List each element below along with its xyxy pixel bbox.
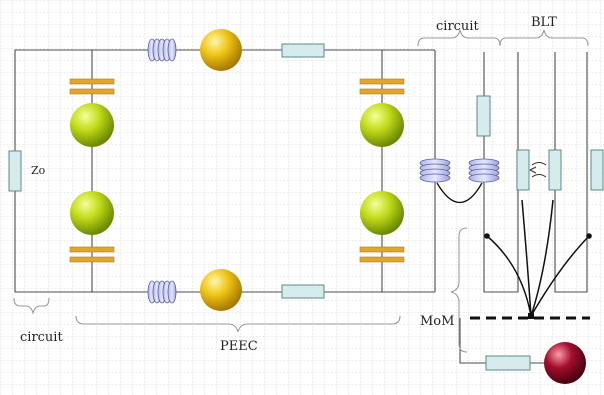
sphere-green-left-upper (70, 103, 114, 147)
resistor-blt-1 (516, 149, 530, 191)
sphere-green-right-lower (360, 191, 404, 235)
coil-right (468, 158, 500, 183)
label-circuit-bottom: circuit (20, 330, 63, 345)
coil-left (419, 158, 451, 183)
sphere-yellow-top (200, 29, 242, 71)
resistor-blt-2 (548, 149, 562, 191)
coupling-arrows (529, 162, 547, 178)
braces (13, 29, 589, 353)
mom-curves (486, 199, 590, 317)
resistors (8, 43, 604, 371)
label-zo: Zo (31, 164, 46, 177)
sphere-green-right-upper (360, 103, 404, 147)
sphere-green-left-lower (70, 191, 114, 235)
resistor-top (281, 43, 325, 58)
capacitor-left-top (69, 78, 115, 95)
resistor-bottom (281, 284, 325, 299)
label-peec: PEEC (220, 339, 258, 354)
capacitor-right-bottom (359, 246, 405, 263)
coupling-arc (436, 182, 483, 203)
label-blt: BLT (531, 15, 557, 30)
resistor-blt-3 (590, 149, 604, 191)
inductor-top (147, 38, 177, 62)
sphere-yellow-bottom (200, 269, 242, 311)
mom-curve-ends (484, 233, 592, 319)
inductor-bottom (147, 280, 177, 304)
resistor-circuit (476, 95, 491, 137)
label-mom: MoM (420, 314, 454, 329)
resistor-zo (8, 150, 22, 192)
capacitors (69, 78, 405, 263)
label-circuit-top: circuit (436, 19, 479, 34)
sphere-red (544, 342, 586, 384)
capacitor-right-top (359, 78, 405, 95)
resistor-mom (485, 355, 531, 371)
capacitor-left-bottom (69, 246, 115, 263)
